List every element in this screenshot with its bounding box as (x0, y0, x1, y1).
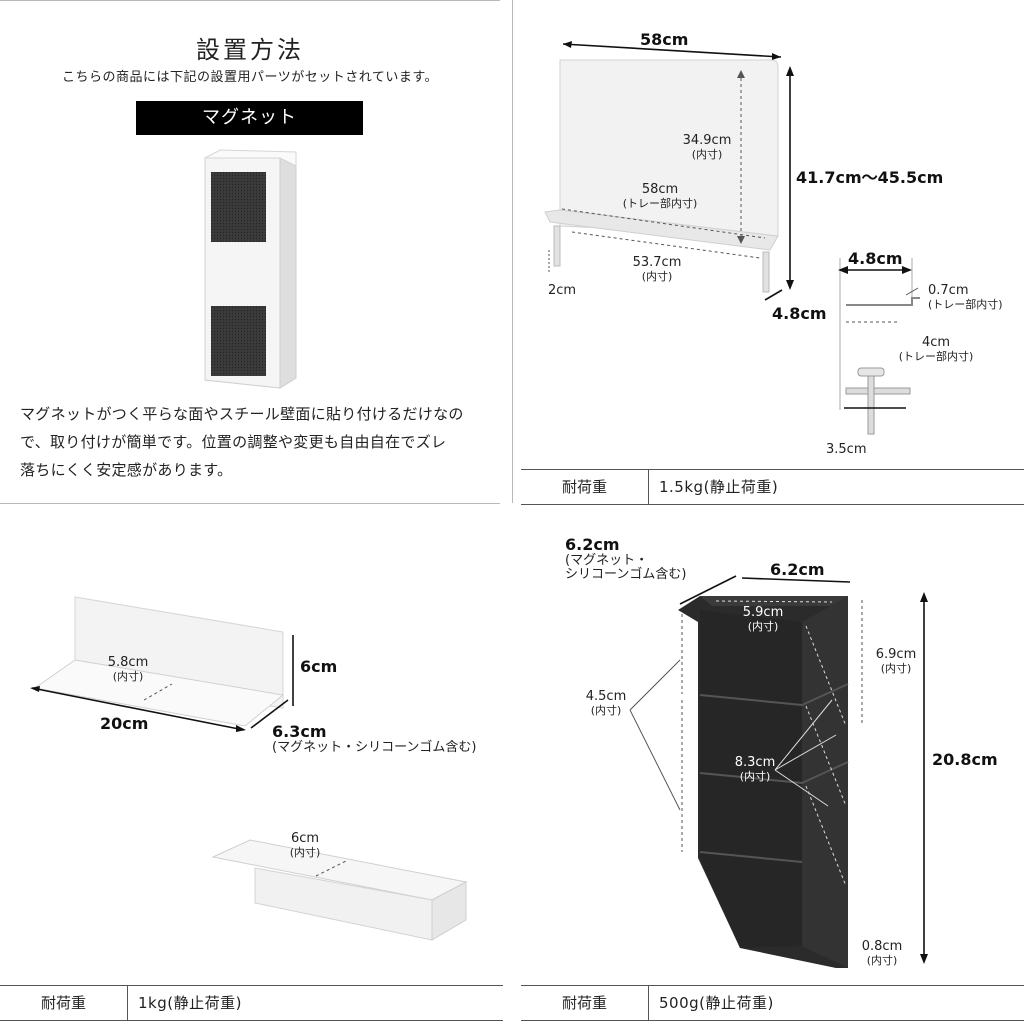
spec-row-shelf: 耐荷重 1kg(静止荷重) (0, 985, 503, 1021)
divider-middle-left (0, 503, 500, 504)
spec-key: 耐荷重 (561, 994, 607, 1012)
dim-pocket-width: 6.2cm (770, 560, 825, 579)
spec-value: 1.5kg(静止荷重) (659, 478, 779, 496)
spec-key: 耐荷重 (561, 478, 607, 496)
install-desc-line: 落ちにくく安定感があります。 (20, 461, 233, 479)
install-desc-line: で、取り付けが簡単です。位置の調整や変更も自由自在でズレ (20, 433, 447, 451)
install-title: 設置方法 (196, 36, 304, 64)
dim-tray-lip-note: (トレー部内寸) (928, 298, 1003, 311)
dim-pocket-gap: 4.5cm (内寸) (580, 690, 632, 718)
dim-pocket-depth: 6.2cm (565, 535, 620, 554)
dim-pocket-height-note: (内寸) (880, 662, 912, 675)
spec-value: 1kg(静止荷重) (138, 994, 242, 1012)
dim-tray-inner-note: (トレー部内寸) (622, 197, 698, 210)
dim-inner-height-value: 34.9cm (682, 133, 732, 148)
dim-inner-height-note: (内寸) (691, 148, 723, 161)
dim-clamp-span-value: 53.7cm (632, 255, 682, 270)
dim-pocket-height: 6.9cm (内寸) (868, 648, 924, 676)
divider-top-left (0, 0, 500, 1)
spec-row-panel: 耐荷重 1.5kg(静止荷重) (521, 469, 1024, 505)
dim-shelf-depth: 6.3cm (272, 722, 327, 741)
dim-height-range: 41.7cm〜45.5cm (796, 168, 944, 187)
dim-clamp-span: 53.7cm (内寸) (622, 256, 692, 284)
dim-small-inner-note: (内寸) (289, 846, 321, 859)
dim-tray-lip-value: 0.7cm (928, 283, 969, 298)
dim-shelf-inner-value: 5.8cm (107, 655, 149, 670)
dim-thickness: 0.8cm (内寸) (858, 940, 906, 968)
dim-tray-lip: 0.7cm (トレー部内寸) (928, 284, 1024, 312)
dim-tray-inner-value: 58cm (641, 182, 679, 197)
dim-shelf-inner: 5.8cm (内寸) (100, 656, 156, 684)
dim-tray-depth: 4cm (トレー部内寸) (886, 336, 986, 364)
dim-shelf-height: 6cm (300, 657, 338, 676)
dim-pocket-height-value: 6.9cm (875, 647, 917, 662)
dim-pocket-depth-note-2: シリコーンゴム含む) (565, 567, 687, 582)
dim-shelf-inner-note: (内寸) (112, 670, 144, 683)
dim-width: 58cm (640, 30, 689, 49)
dim-tray-depth-note: (トレー部内寸) (898, 350, 974, 363)
spec-separator (127, 986, 128, 1020)
dim-thickness-value: 0.8cm (861, 939, 903, 954)
dim-side-depth: 4.8cm (848, 249, 903, 268)
dim-pocket-depth-note: (マグネット・ シリコーンゴム含む) (565, 554, 686, 582)
dim-clamp-gap: 2cm (548, 283, 577, 298)
dim-clamp-span-note: (内寸) (641, 270, 673, 283)
dim-pocket-gap-note: (内寸) (590, 704, 622, 717)
magnet-pad-top (211, 172, 266, 242)
spec-row-pocket: 耐荷重 500g(静止荷重) (521, 985, 1024, 1021)
dim-shelf-depth-note: (マグネット・シリコーンゴム含む) (272, 740, 477, 755)
dim-thickness-note: (内寸) (866, 954, 898, 967)
dim-pocket-diagonal-note: (内寸) (739, 770, 771, 783)
magnet-pad-bottom (211, 306, 266, 376)
install-subtitle: こちらの商品には下記の設置用パーツがセットされています。 (61, 70, 439, 85)
dim-pocket-inner-width: 5.9cm (内寸) (736, 606, 790, 634)
spec-value: 500g(静止荷重) (659, 994, 774, 1012)
spec-key: 耐荷重 (40, 994, 86, 1012)
dim-pocket-inner-width-value: 5.9cm (742, 605, 784, 620)
divider-vertical-top (512, 0, 513, 503)
magnet-part-label: マグネット (136, 101, 363, 135)
dim-inner-height: 34.9cm (内寸) (674, 134, 740, 162)
dim-depth: 4.8cm (772, 304, 827, 323)
dim-pocket-gap-value: 4.5cm (585, 689, 627, 704)
install-description: マグネットがつく平らな面やスチール壁面に貼り付けるだけなの で、取り付けが簡単で… (20, 400, 490, 484)
dim-clamp-open: 3.5cm (826, 442, 867, 457)
spec-separator (648, 986, 649, 1020)
dim-total-height: 20.8cm (932, 750, 998, 769)
spec-separator (648, 470, 649, 504)
dim-tray-depth-value: 4cm (921, 335, 951, 350)
dim-small-inner-value: 6cm (290, 831, 320, 846)
dim-pocket-depth-note-1: (マグネット・ (565, 553, 649, 568)
dim-pocket-diagonal: 8.3cm (内寸) (728, 756, 782, 784)
dim-pocket-diagonal-value: 8.3cm (734, 755, 776, 770)
dim-pocket-inner-width-note: (内寸) (747, 620, 779, 633)
dim-shelf-width: 20cm (100, 714, 149, 733)
dim-small-inner: 6cm (内寸) (284, 832, 326, 860)
install-desc-line: マグネットがつく平らな面やスチール壁面に貼り付けるだけなの (20, 405, 464, 423)
dim-tray-inner: 58cm (トレー部内寸) (612, 183, 708, 211)
